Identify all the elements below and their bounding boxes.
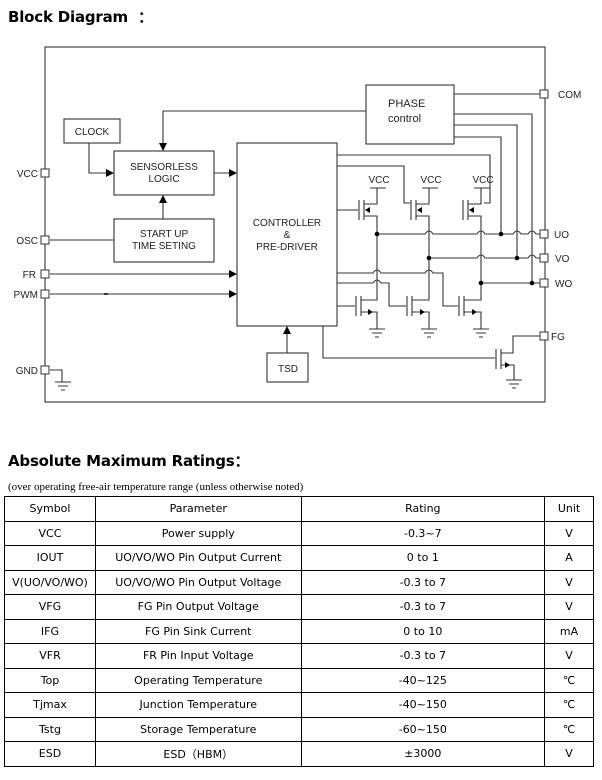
cell-rating: -0.3 to 7	[300, 569, 546, 595]
cell-symbol: VFG	[4, 594, 96, 620]
cell-unit: V	[544, 569, 594, 595]
pin-fr	[40, 269, 50, 279]
controller-label-1: CONTROLLER	[253, 218, 321, 229]
cell-unit: mA	[544, 618, 594, 644]
ratings-note: (over operating free-air temperature ran…	[8, 481, 304, 493]
vcc-supply-label-2: VCC	[420, 175, 441, 186]
cell-unit: A	[544, 545, 594, 571]
block-diagram: CLOCK SENSORLESS LOGIC START UP TIME SET…	[14, 46, 581, 403]
header-unit: Unit	[544, 496, 594, 522]
pin-fg	[539, 331, 549, 341]
pin-pwm	[40, 289, 50, 299]
cell-rating: 0 to 10	[300, 618, 546, 644]
phase-label-1: PHASE	[388, 98, 425, 110]
cell-symbol: IFG	[4, 618, 96, 644]
vcc-supply-label-3: VCC	[472, 175, 493, 186]
cell-parameter: Operating Temperature	[94, 667, 302, 693]
vcc-supply-label-1: VCC	[368, 175, 389, 186]
startup-label-1: START UP	[140, 229, 189, 240]
phase-label-2: control	[388, 113, 421, 125]
cell-unit: ℃	[544, 716, 594, 742]
cell-parameter: ESD（HBM）	[94, 741, 302, 767]
pin-wo	[539, 278, 549, 288]
pin-pwm-label: PWM	[14, 290, 38, 301]
clock-block	[63, 118, 121, 144]
pin-com	[539, 89, 549, 99]
cell-symbol: VCC	[4, 520, 96, 546]
cell-rating: -0.3~7	[300, 520, 546, 546]
cell-symbol: Top	[4, 667, 96, 693]
cell-rating: -0.3 to 7	[300, 594, 546, 620]
cell-parameter: Junction Temperature	[94, 692, 302, 718]
pin-osc	[40, 235, 50, 245]
startup-label-2: TIME SETING	[132, 241, 196, 252]
clock-label: CLOCK	[75, 127, 110, 138]
ratings-title: Absolute Maximum Ratings：	[8, 452, 250, 470]
cell-unit: V	[544, 643, 594, 669]
pin-uo	[539, 229, 549, 239]
cell-rating: -0.3 to 7	[300, 643, 546, 669]
pin-fr-label: FR	[23, 270, 36, 281]
controller-label-2: &	[284, 230, 291, 241]
pin-fg-label: FG	[551, 332, 565, 343]
pin-vcc	[40, 168, 50, 178]
high-side-fets	[358, 187, 490, 283]
chip-outline	[44, 46, 546, 403]
block-diagram-title: Block Diagram ：	[8, 8, 153, 26]
header-symbol: Symbol	[4, 496, 96, 522]
cell-parameter: FG Pin Output Voltage	[94, 594, 302, 620]
cell-symbol: IOUT	[4, 545, 96, 571]
tsd-label: TSD	[278, 364, 298, 375]
cell-rating: -40~125	[300, 667, 546, 693]
pin-com-label: COM	[558, 90, 581, 101]
cell-parameter: Power supply	[94, 520, 302, 546]
cell-unit: V	[544, 594, 594, 620]
pin-gnd-label: GND	[16, 366, 38, 377]
controller-label-3: PRE-DRIVER	[256, 242, 318, 253]
cell-symbol: VFR	[4, 643, 96, 669]
sensorless-label-2: LOGIC	[148, 174, 179, 185]
cell-rating: -40~150	[300, 692, 546, 718]
cell-symbol: V(UO/VO/WO)	[4, 569, 96, 595]
cell-unit: ℃	[544, 692, 594, 718]
table-row: V(UO/VO/WO)UO/VO/WO Pin Output Voltage-0…	[4, 569, 594, 595]
cell-parameter: Storage Temperature	[94, 716, 302, 742]
cell-symbol: Tjmax	[4, 692, 96, 718]
pin-osc-label: OSC	[16, 236, 38, 247]
header-parameter: Parameter	[94, 496, 302, 522]
cell-rating: -60~150	[300, 716, 546, 742]
pin-vo	[539, 253, 549, 263]
cell-parameter: UO/VO/WO Pin Output Voltage	[94, 569, 302, 595]
cell-rating: 0 to 1	[300, 545, 546, 571]
cell-parameter: FG Pin Sink Current	[94, 618, 302, 644]
cell-symbol: Tstg	[4, 716, 96, 742]
pin-vo-label: VO	[555, 254, 570, 265]
pin-vcc-label: VCC	[17, 169, 38, 180]
cell-rating: ±3000	[300, 741, 546, 767]
sensorless-label-1: SENSORLESS	[130, 162, 198, 173]
cell-parameter: UO/VO/WO Pin Output Current	[94, 545, 302, 571]
pin-uo-label: UO	[554, 230, 569, 241]
pin-wo-label: WO	[555, 279, 572, 290]
header-rating: Rating	[300, 496, 546, 522]
cell-unit: V	[544, 741, 594, 767]
cell-symbol: ESD	[4, 741, 96, 767]
cell-unit: ℃	[544, 667, 594, 693]
table-header-row: Symbol Parameter Rating Unit	[4, 496, 594, 522]
pin-gnd	[40, 365, 50, 375]
cell-unit: V	[544, 520, 594, 546]
cell-parameter: FR Pin Input Voltage	[94, 643, 302, 669]
sensorless-logic-block	[113, 150, 215, 196]
